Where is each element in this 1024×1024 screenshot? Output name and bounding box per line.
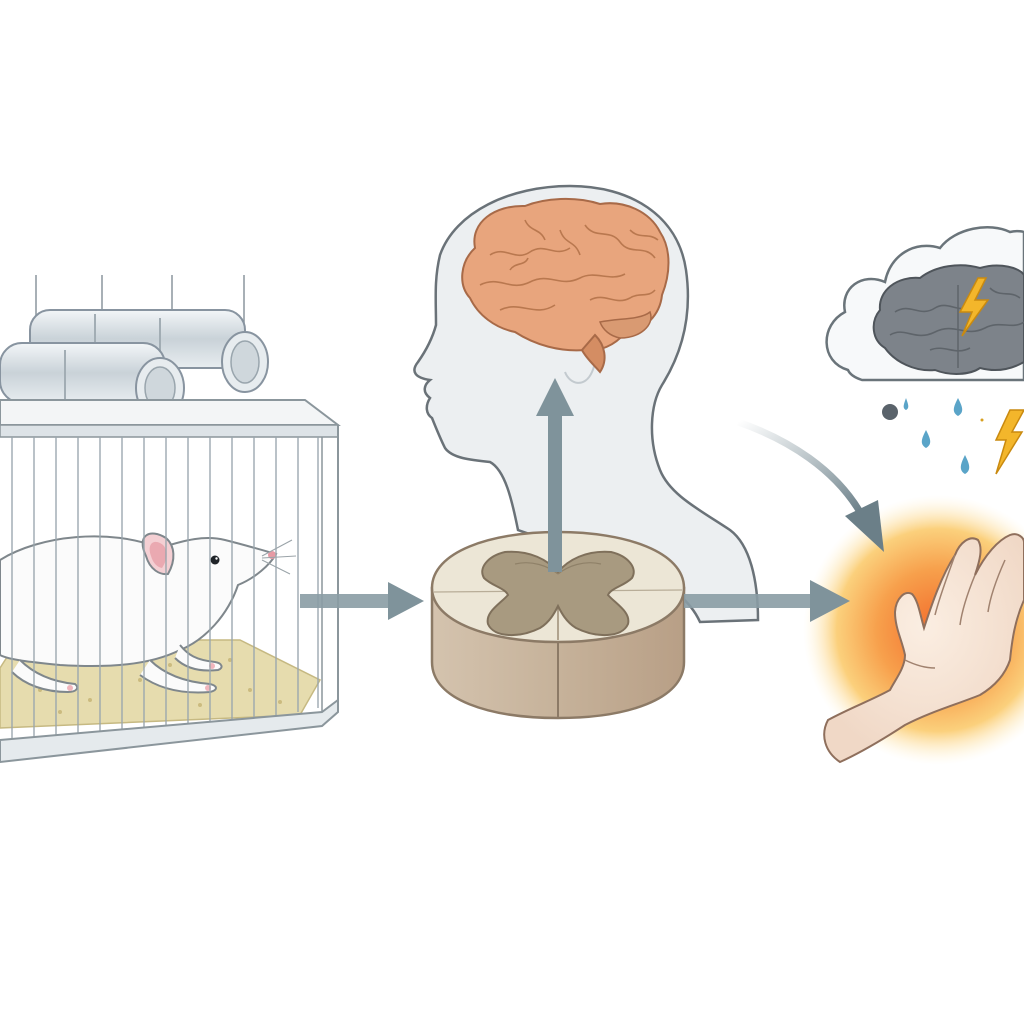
- storm-cloud-brain-illustration: [825, 226, 1024, 475]
- storm-brain-icon: [872, 264, 1024, 375]
- lightning-bolt-icon: [958, 277, 990, 337]
- hand-icon: [823, 533, 1024, 764]
- arrow-cord-to-hand: [684, 580, 850, 622]
- lightning-bolt-icon: [994, 409, 1024, 475]
- raindrop-icon: [953, 398, 963, 416]
- arrow-cord-to-brain: [536, 378, 574, 572]
- arrow-rat-to-cord: [300, 582, 424, 620]
- spinal-cord-cross-section: [430, 530, 686, 720]
- head-with-brain-illustration: [413, 184, 760, 624]
- grey-matter-butterfly: [481, 550, 635, 636]
- glowing-hand-illustration: [803, 495, 1024, 765]
- dark-droplet: [882, 404, 898, 420]
- raindrop-icon: [921, 430, 931, 448]
- flow-arrows: [300, 378, 884, 622]
- raindrop-icon: [903, 398, 909, 410]
- arrow-brain-to-hand: [736, 418, 884, 552]
- brain-icon: [461, 197, 670, 374]
- raindrop-icon: [960, 455, 970, 474]
- tunnel-tubes-icon: [0, 309, 269, 419]
- rat-cage-illustration: [0, 275, 341, 764]
- cage-bars: [11, 437, 319, 740]
